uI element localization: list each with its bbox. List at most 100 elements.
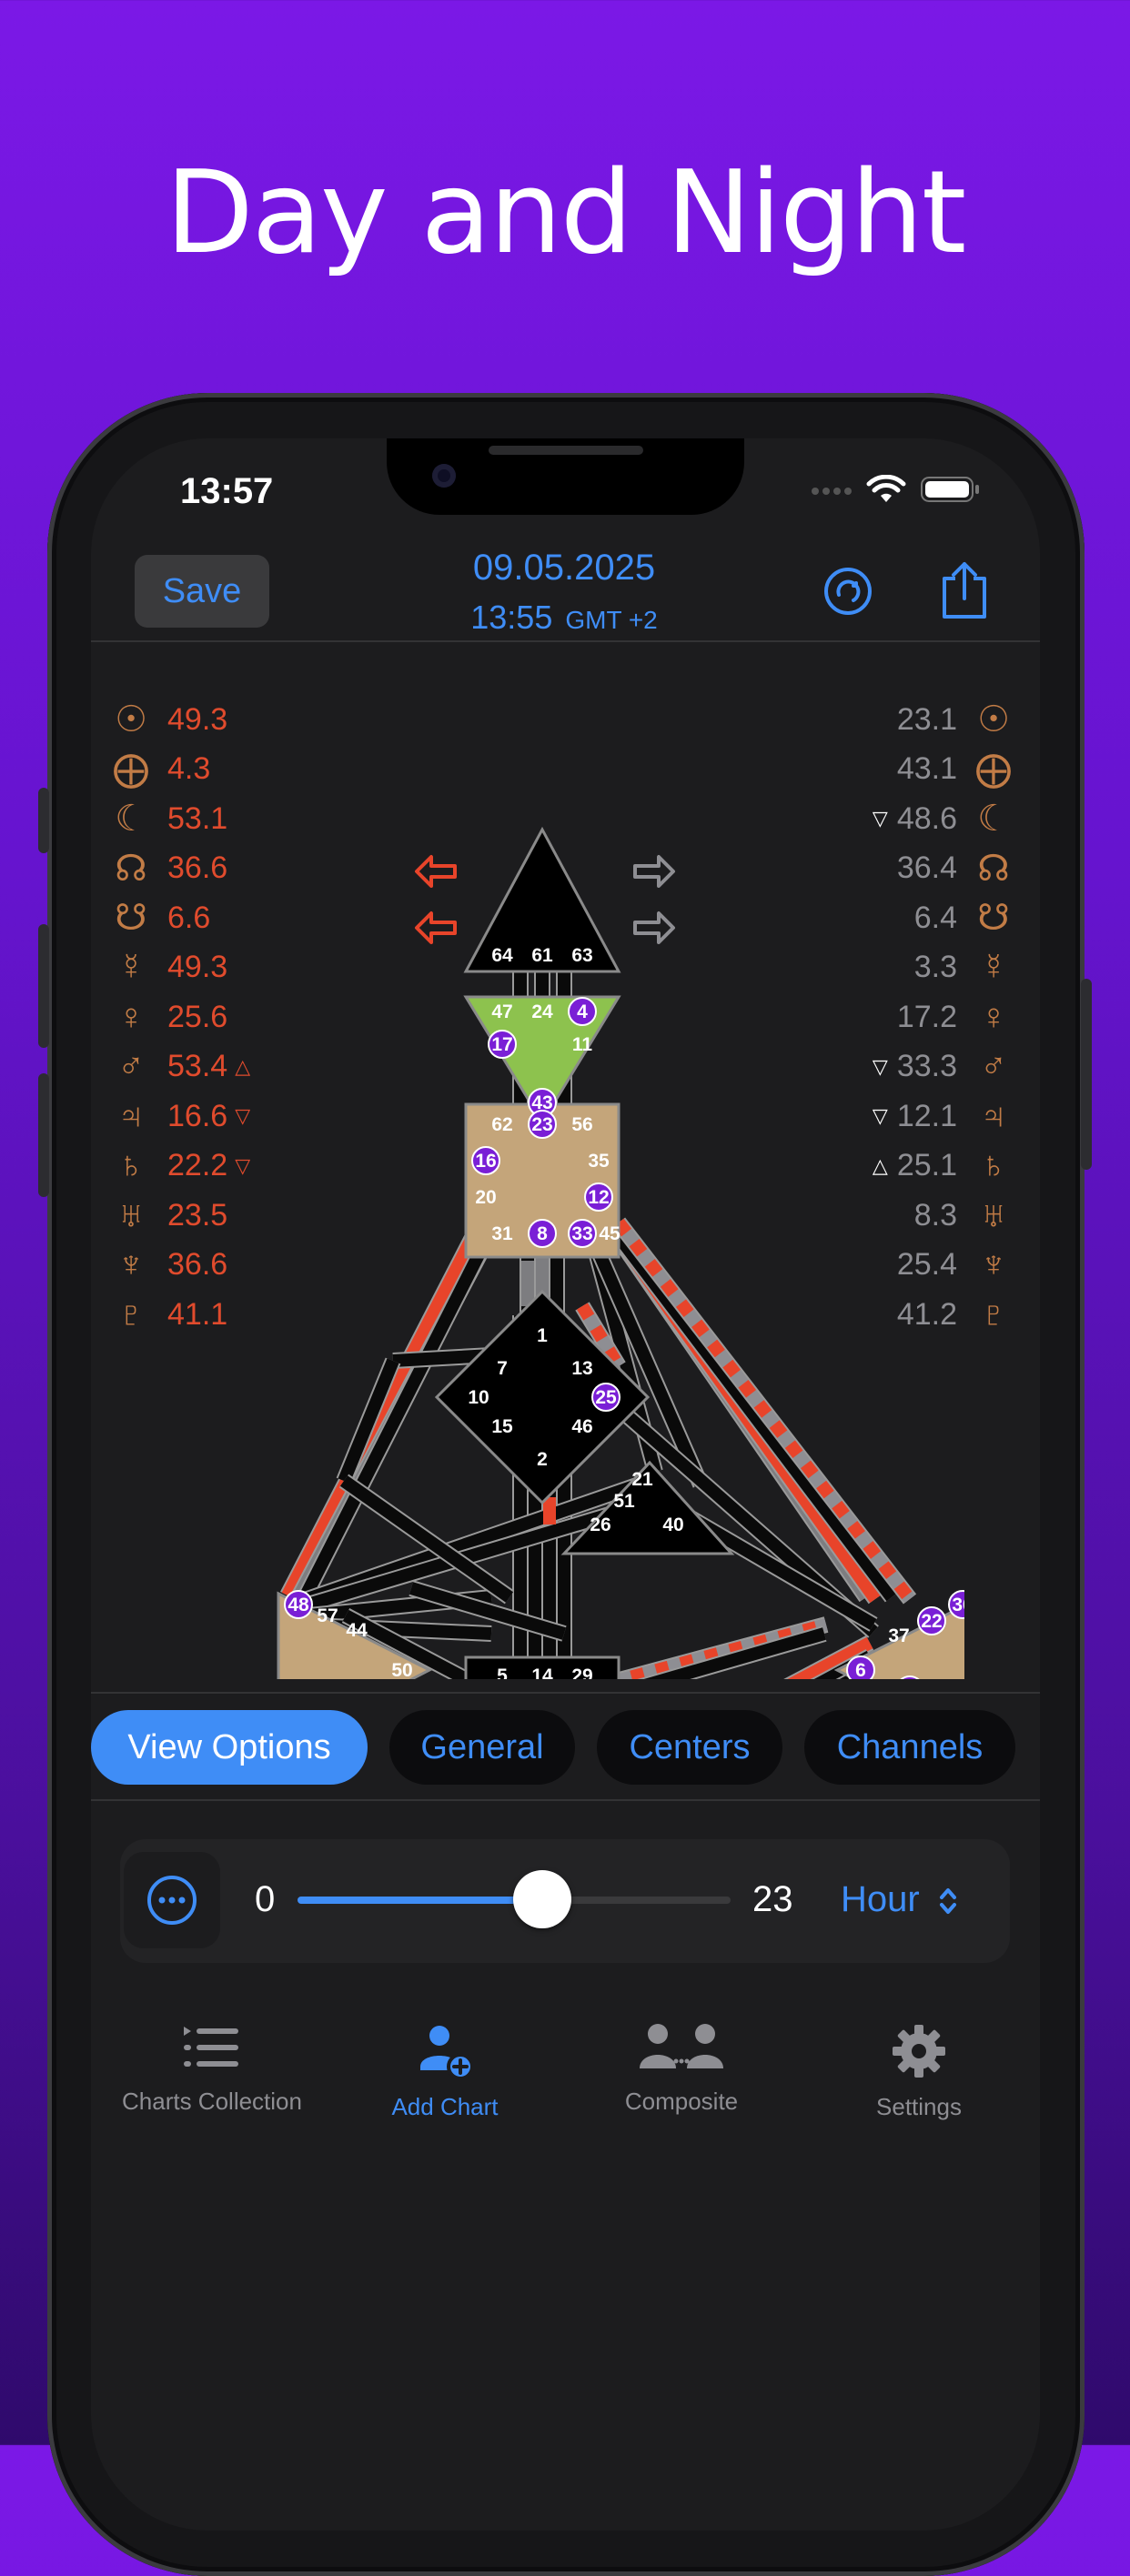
tab-add-chart[interactable]: Add Chart — [327, 2023, 563, 2121]
planet-row[interactable]: ⨁4.3 — [106, 745, 288, 795]
activated-gate-marker — [471, 1146, 500, 1175]
tab-label: Charts Collection — [122, 2088, 302, 2115]
gate-number: 37 — [888, 1625, 909, 1646]
gate-number: 44 — [346, 1620, 368, 1641]
tab-composite[interactable]: Composite — [563, 2023, 800, 2116]
planet-row[interactable]: 43.1⨁ — [837, 745, 1019, 795]
gate-line-value: 6.6 — [167, 900, 211, 935]
save-button[interactable]: Save — [135, 555, 269, 628]
planet-row[interactable]: ▽12.1♃ — [837, 1092, 1019, 1142]
gate-number: 20 — [475, 1187, 496, 1208]
gate-line-value: 25.6 — [167, 999, 228, 1034]
gate-number: 64 — [491, 945, 513, 966]
pill-channels[interactable]: Channels — [804, 1710, 1015, 1785]
planet-row[interactable]: 8.3♅ — [837, 1191, 1019, 1241]
planet-row[interactable]: 36.4☊ — [837, 844, 1019, 894]
planet-row[interactable]: ♀25.6 — [106, 992, 288, 1042]
planet-row[interactable]: ▽48.6☾ — [837, 794, 1019, 844]
more-button[interactable] — [124, 1852, 220, 1948]
unit-select[interactable]: Hour — [841, 1879, 959, 1920]
planet-row[interactable]: ♄22.2▽ — [106, 1142, 288, 1192]
gate-number: 56 — [571, 1114, 592, 1135]
planet-icon: ☋ — [115, 898, 147, 939]
gate-number: 5 — [497, 1665, 508, 1679]
gate-number: 51 — [613, 1491, 635, 1512]
detriment-marker: ▽ — [872, 1104, 888, 1128]
planet-icon: ♇ — [117, 1293, 145, 1334]
gate-line-value: 12.1 — [896, 1098, 957, 1133]
planet-icon: ☋ — [977, 898, 1010, 939]
activated-gate-marker — [948, 1590, 964, 1619]
planet-row[interactable]: ☿49.3 — [106, 943, 288, 993]
channel-line — [281, 1201, 496, 1599]
channel-line — [392, 1349, 492, 1367]
planet-icon: ♆ — [117, 1244, 145, 1285]
planet-row[interactable]: ☊36.6 — [106, 844, 288, 894]
gate-number: 1 — [537, 1325, 548, 1346]
pill-centers[interactable]: Centers — [597, 1710, 782, 1785]
center-g — [434, 1289, 651, 1505]
pill-view-options[interactable]: View Options — [91, 1710, 368, 1785]
gate-number: 40 — [662, 1514, 683, 1535]
chart-time-line[interactable]: 13:55 GMT +2 — [364, 599, 764, 637]
planet-row[interactable]: △25.1♄ — [837, 1142, 1019, 1192]
list-icon — [184, 2027, 238, 2067]
gate-number: 8 — [537, 1223, 548, 1244]
planet-row[interactable]: ♂53.4△ — [106, 1042, 288, 1092]
variable-arrow-icon — [415, 911, 457, 944]
chart-date[interactable]: 09.05.2025 — [472, 548, 656, 588]
tab-settings[interactable]: Settings — [801, 2023, 1037, 2121]
planet-row[interactable]: 17.2♀ — [837, 992, 1019, 1042]
gate-number: 13 — [571, 1358, 592, 1379]
planet-row[interactable]: ▽33.3♂ — [837, 1042, 1019, 1092]
planet-row[interactable]: ♅23.5 — [106, 1191, 288, 1241]
gate-number: 63 — [571, 945, 592, 966]
planet-row[interactable]: ♃16.6▽ — [106, 1092, 288, 1142]
detriment-marker: ▽ — [235, 1153, 251, 1177]
planet-row[interactable]: ☉49.3 — [106, 695, 288, 745]
channel-line — [299, 1500, 640, 1613]
planet-row[interactable]: 3.3☿ — [837, 943, 1019, 993]
refresh-icon[interactable] — [821, 564, 875, 619]
share-icon[interactable] — [939, 558, 990, 622]
pill-general[interactable]: General — [389, 1710, 575, 1785]
planet-row[interactable]: 6.4 ☋ — [837, 893, 1019, 943]
planet-icon: ⨁ — [113, 749, 149, 790]
activated-gate-marker — [917, 1606, 946, 1635]
tab-charts-collection[interactable]: Charts Collection — [94, 2023, 330, 2116]
channel-line — [339, 1475, 514, 1603]
gate-number: 48 — [288, 1595, 309, 1615]
center-sacral — [464, 1655, 620, 1679]
wifi-icon — [866, 475, 906, 502]
center-heart — [560, 1460, 735, 1555]
unit-label: Hour — [841, 1879, 920, 1919]
gate-line-value: 8.3 — [913, 1197, 957, 1233]
planet-row[interactable]: ☋ 6.6 — [106, 893, 288, 943]
gate-line-value: 49.3 — [167, 950, 228, 985]
gate-line-value: 53.4 — [167, 1049, 228, 1084]
planet-row[interactable]: ♇41.1 — [106, 1290, 288, 1340]
side-button — [38, 1073, 49, 1197]
gate-line-value: 23.1 — [896, 701, 957, 737]
channel-line — [604, 1220, 897, 1602]
center-ajna — [463, 995, 621, 1125]
variable-arrow-icon — [415, 855, 457, 888]
planet-row[interactable]: ☾53.1 — [106, 794, 288, 844]
planet-row[interactable]: 41.2♇ — [837, 1290, 1019, 1340]
timezone: GMT +2 — [565, 606, 658, 634]
gate-line-value: 43.1 — [896, 751, 957, 787]
activated-gate-marker — [488, 1030, 517, 1059]
gate-line-value: 6.4 — [913, 900, 957, 935]
planet-icon: ☾ — [115, 799, 147, 840]
planet-row[interactable]: 23.1☉ — [837, 695, 1019, 745]
planet-row[interactable]: 25.4♆ — [837, 1241, 1019, 1291]
planet-icon: ♅ — [117, 1194, 145, 1235]
detriment-marker: ▽ — [872, 807, 888, 830]
chart-time: 13:55 — [470, 599, 553, 636]
planet-row[interactable]: ♆36.6 — [106, 1241, 288, 1291]
activated-gate-marker — [568, 1219, 597, 1248]
slider-thumb[interactable] — [513, 1870, 572, 1928]
gate-number: 46 — [571, 1416, 592, 1437]
